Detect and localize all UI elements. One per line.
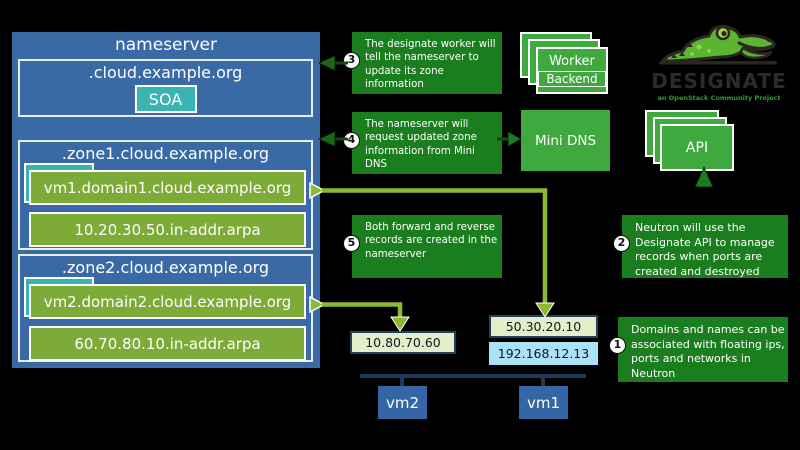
worker-service-stack: Worker Backend xyxy=(520,32,612,96)
zone1-label: .zone1.cloud.example.org xyxy=(61,144,270,163)
step-1-badge: 1 xyxy=(609,337,626,354)
root-zone-label: .cloud.example.org xyxy=(88,63,243,82)
floating-ip-vm1: 50.30.20.10 xyxy=(489,315,598,338)
step-2-note: 2 Neutron will use the Designate API to … xyxy=(613,215,788,278)
arrow-vm2-record-to-ip xyxy=(309,295,410,332)
floating-ip-vm2: 10.80.70.60 xyxy=(350,331,456,354)
mini-dns-service: Mini DNS xyxy=(521,110,610,171)
step-3-badge: 3 xyxy=(343,52,360,69)
vm2-node: vm2 xyxy=(378,386,427,419)
vm1-bus-connector xyxy=(541,378,545,387)
backend-label: Backend xyxy=(538,71,606,87)
api-card-front: API xyxy=(660,124,734,171)
network-bus-line xyxy=(360,374,586,378)
api-service-stack: API xyxy=(645,110,737,172)
step-3-note: 3 The designate worker will tell the nam… xyxy=(343,32,502,94)
step-1-text: Domains and names can be associated with… xyxy=(631,323,785,380)
worker-label: Worker xyxy=(549,54,595,69)
zone1-forward-record: vm1.domain1.cloud.example.org xyxy=(29,170,306,205)
step-4-text: The nameserver will request updated zone… xyxy=(365,119,477,171)
step-4-badge: 4 xyxy=(343,132,360,149)
zone2-reverse-record: 60.70.80.10.in-addr.arpa xyxy=(29,326,306,361)
vm2-bus-connector xyxy=(400,378,404,387)
step-5-note: 5 Both forward and reverse records are c… xyxy=(343,215,502,278)
zone2-label: .zone2.cloud.example.org xyxy=(61,258,270,277)
logo-title: DESIGNATE xyxy=(651,69,787,93)
step-3-text: The designate worker will tell the names… xyxy=(365,39,496,91)
step-4-note: 4 The nameserver will request updated zo… xyxy=(343,112,502,174)
step-5-text: Both forward and reverse records are cre… xyxy=(365,222,498,260)
step-1-note: 1 Domains and names can be associated wi… xyxy=(609,317,788,382)
zone1-box: .zone1.cloud.example.org vm1.domain1.clo… xyxy=(18,140,313,250)
vm1-node: vm1 xyxy=(519,386,568,419)
crocodile-icon xyxy=(659,24,777,65)
soa-record: SOA xyxy=(134,85,197,113)
zone1-reverse-record: 10.20.30.50.in-addr.arpa xyxy=(29,212,306,247)
nameserver-panel-title: nameserver xyxy=(114,35,218,55)
logo-tagline: an OpenStack Community Project xyxy=(657,94,781,102)
zone2-box: .zone2.cloud.example.org vm2.domain2.clo… xyxy=(18,254,313,362)
nameserver-panel: nameserver .cloud.example.org SOA .zone1… xyxy=(12,32,320,368)
worker-card-front: Worker Backend xyxy=(536,47,608,94)
root-zone-box: .cloud.example.org SOA xyxy=(18,59,313,117)
step-2-text: Neutron will use the Designate API to ma… xyxy=(635,221,775,278)
step-2-badge: 2 xyxy=(613,235,630,252)
zone2-forward-record: vm2.domain2.cloud.example.org xyxy=(29,284,306,319)
step-5-badge: 5 xyxy=(343,235,360,252)
fixed-ip-vm1: 192.168.12.13 xyxy=(489,342,598,365)
designate-logo: DESIGNATE an OpenStack Community Project xyxy=(648,15,790,102)
